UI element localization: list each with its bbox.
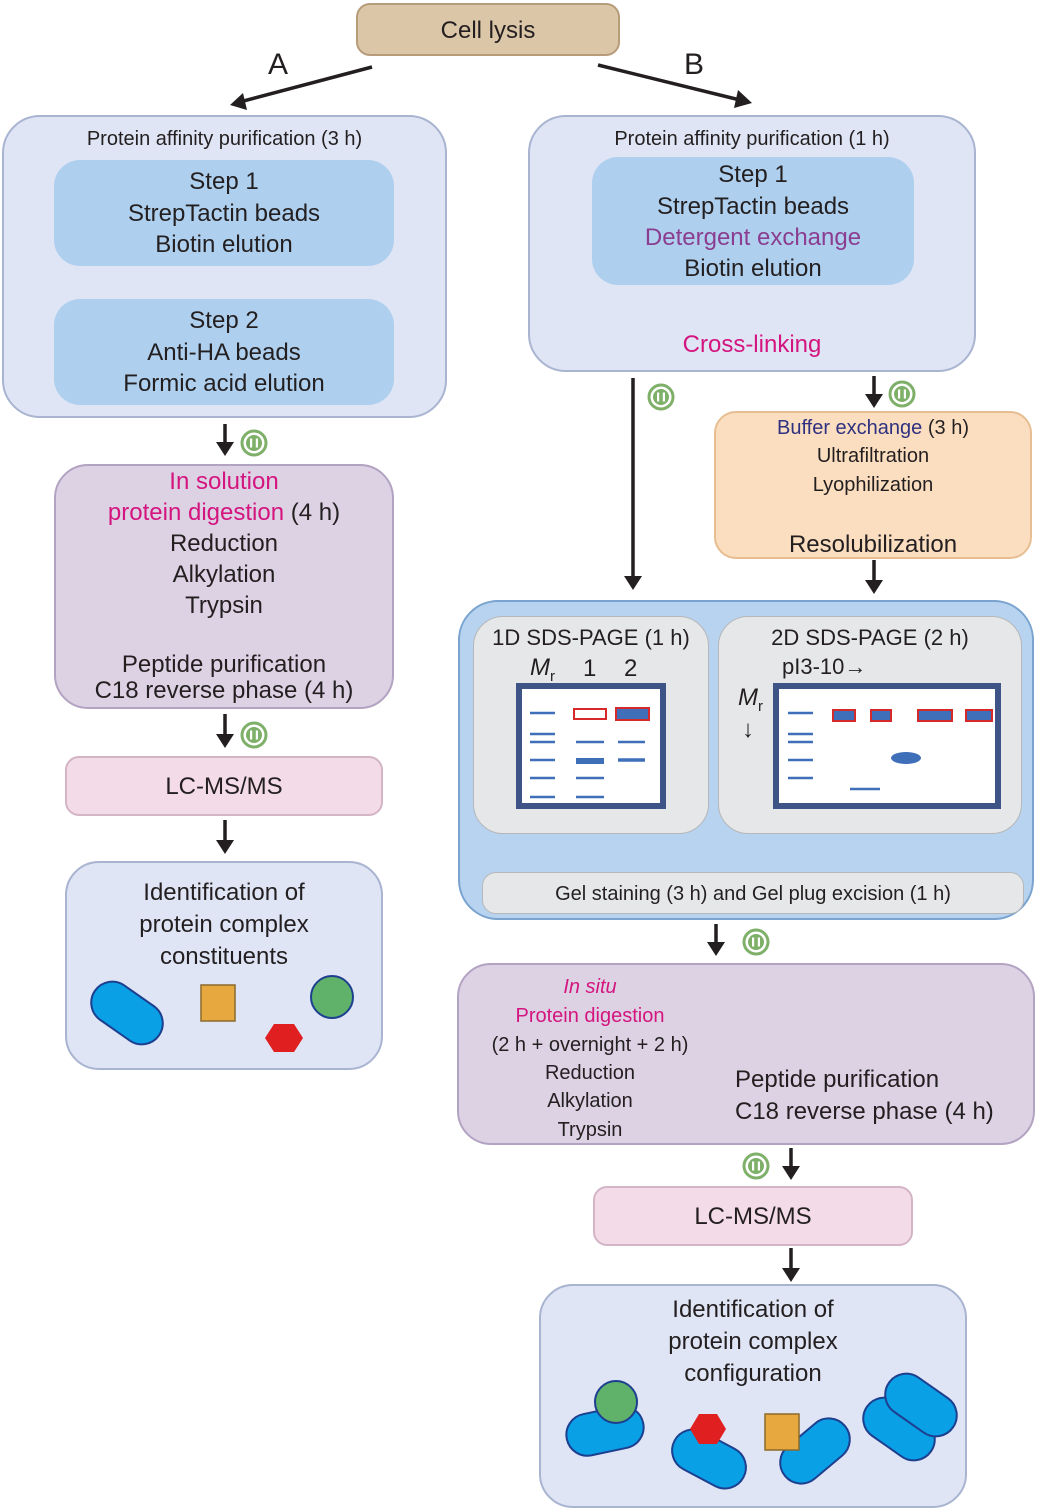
mr-label: Mr bbox=[738, 684, 763, 715]
mr-label: Mr bbox=[530, 654, 555, 685]
digestion-step: Reduction bbox=[544, 1062, 636, 1084]
result-line: Identification of bbox=[672, 1296, 834, 1323]
step1-label: Step 1 bbox=[718, 161, 788, 188]
buffer-exchange-title: Buffer exchange (3 h) bbox=[777, 417, 969, 439]
resolubilization-label: Resolubilization bbox=[788, 531, 958, 558]
digestion-step: Alkylation bbox=[172, 561, 276, 588]
buffer-step: Ultrafiltration bbox=[816, 445, 930, 467]
result-line: constituents bbox=[159, 943, 289, 970]
crosslinked-band-marker: * bbox=[627, 688, 636, 713]
cell-lysis-label: Cell lysis bbox=[440, 17, 536, 44]
pause-icon bbox=[742, 1152, 770, 1180]
branch-a-step1-box: Step 1 StrepTactin beads Biotin elution bbox=[54, 160, 394, 266]
arrowhead bbox=[230, 93, 247, 110]
peptide-purification: Peptide purification bbox=[735, 1066, 940, 1093]
step1-beads: StrepTactin beads bbox=[656, 193, 850, 220]
buffer-exchange-box: Buffer exchange (3 h) Ultrafiltration Ly… bbox=[714, 411, 1032, 559]
peptide-purification: Peptide purification bbox=[121, 651, 327, 678]
pause-icon bbox=[240, 721, 268, 749]
lcms-label: LC-MS/MS bbox=[165, 773, 283, 800]
branch-b-label: B bbox=[684, 48, 705, 81]
gel-2d-panel: 2D SDS-PAGE (2 h) bbox=[718, 616, 1022, 834]
digestion-step: Trypsin bbox=[185, 592, 263, 619]
branch-b-purification-title: Protein affinity purification (1 h) bbox=[614, 128, 890, 150]
gel-1d-panel: 1D SDS-PAGE (1 h) bbox=[473, 616, 709, 834]
pi-range-label: pI3-10→ bbox=[782, 654, 867, 679]
branch-b-lcms-box: LC-MS/MS bbox=[593, 1186, 913, 1246]
branch-a-label: A bbox=[268, 48, 289, 81]
pause-icon bbox=[888, 380, 916, 408]
gel-staining-label: Gel staining (3 h) and Gel plug excision… bbox=[555, 883, 951, 905]
step2-beads: Anti-HA beads bbox=[147, 339, 301, 366]
pause-icon bbox=[240, 429, 268, 457]
step2-label: Step 2 bbox=[189, 307, 259, 334]
peptide-c18: C18 reverse phase (4 h) bbox=[94, 677, 354, 704]
branch-a-purification-title: Protein affinity purification (3 h) bbox=[86, 128, 363, 150]
arrowhead bbox=[734, 90, 752, 108]
detergent-exchange: Detergent exchange bbox=[644, 224, 862, 251]
result-line: protein complex bbox=[139, 911, 309, 938]
sds-2d-title: 2D SDS-PAGE (2 h) bbox=[771, 625, 969, 650]
crosslinking-label: Cross-linking bbox=[682, 331, 822, 358]
step1-beads: StrepTactin beads bbox=[127, 200, 321, 227]
digestion-title: protein digestion (4 h) bbox=[107, 499, 341, 526]
step2-elution: Formic acid elution bbox=[123, 370, 325, 397]
in-situ-label: In situ bbox=[563, 976, 617, 998]
digestion-step: Trypsin bbox=[557, 1119, 623, 1141]
step1-elution: Biotin elution bbox=[684, 255, 822, 282]
digestion-step: Reduction bbox=[169, 530, 279, 557]
result-line: configuration bbox=[684, 1360, 822, 1387]
branch-a-lcms-box: LC-MS/MS bbox=[65, 756, 383, 816]
branch-a-digestion-box: In solution protein digestion (4 h) Redu… bbox=[54, 464, 394, 709]
digestion-step: Alkylation bbox=[547, 1090, 633, 1112]
result-line: protein complex bbox=[668, 1328, 838, 1355]
lane-1-label: 1 bbox=[583, 655, 597, 682]
branch-b-step1-box: Step 1 StrepTactin beads Detergent excha… bbox=[592, 157, 914, 285]
pause-icon bbox=[647, 383, 675, 411]
cell-lysis-box: Cell lysis bbox=[356, 3, 620, 56]
branch-a-step2-box: Step 2 Anti-HA beads Formic acid elution bbox=[54, 299, 394, 405]
peptide-c18: C18 reverse phase (4 h) bbox=[735, 1098, 994, 1125]
buffer-step: Lyophilization bbox=[812, 474, 934, 496]
in-solution-label: In solution bbox=[169, 468, 279, 495]
step1-elution: Biotin elution bbox=[155, 231, 293, 258]
step1-label: Step 1 bbox=[189, 168, 259, 195]
in-situ-digestion-time: (2 h + overnight + 2 h) bbox=[491, 1034, 689, 1056]
branch-b-digestion-box bbox=[457, 963, 1035, 1145]
gel-staining-bar: Gel staining (3 h) and Gel plug excision… bbox=[482, 872, 1024, 914]
branch-a-result-box: Identification of protein complex consti… bbox=[65, 861, 383, 1070]
sds-1d-title: 1D SDS-PAGE (1 h) bbox=[492, 625, 690, 650]
arrow-to-branch-b bbox=[597, 63, 741, 102]
lane-2-label: 2 bbox=[624, 655, 638, 682]
arrow-to-branch-a bbox=[235, 65, 373, 105]
mr-direction-arrow: ↓ bbox=[742, 716, 754, 743]
result-line: Identification of bbox=[143, 879, 305, 906]
pause-icon bbox=[742, 928, 770, 956]
lcms-label: LC-MS/MS bbox=[694, 1203, 812, 1230]
branch-b-result-box: Identification of protein complex config… bbox=[539, 1284, 967, 1508]
in-situ-digestion-title: Protein digestion bbox=[515, 1005, 665, 1027]
